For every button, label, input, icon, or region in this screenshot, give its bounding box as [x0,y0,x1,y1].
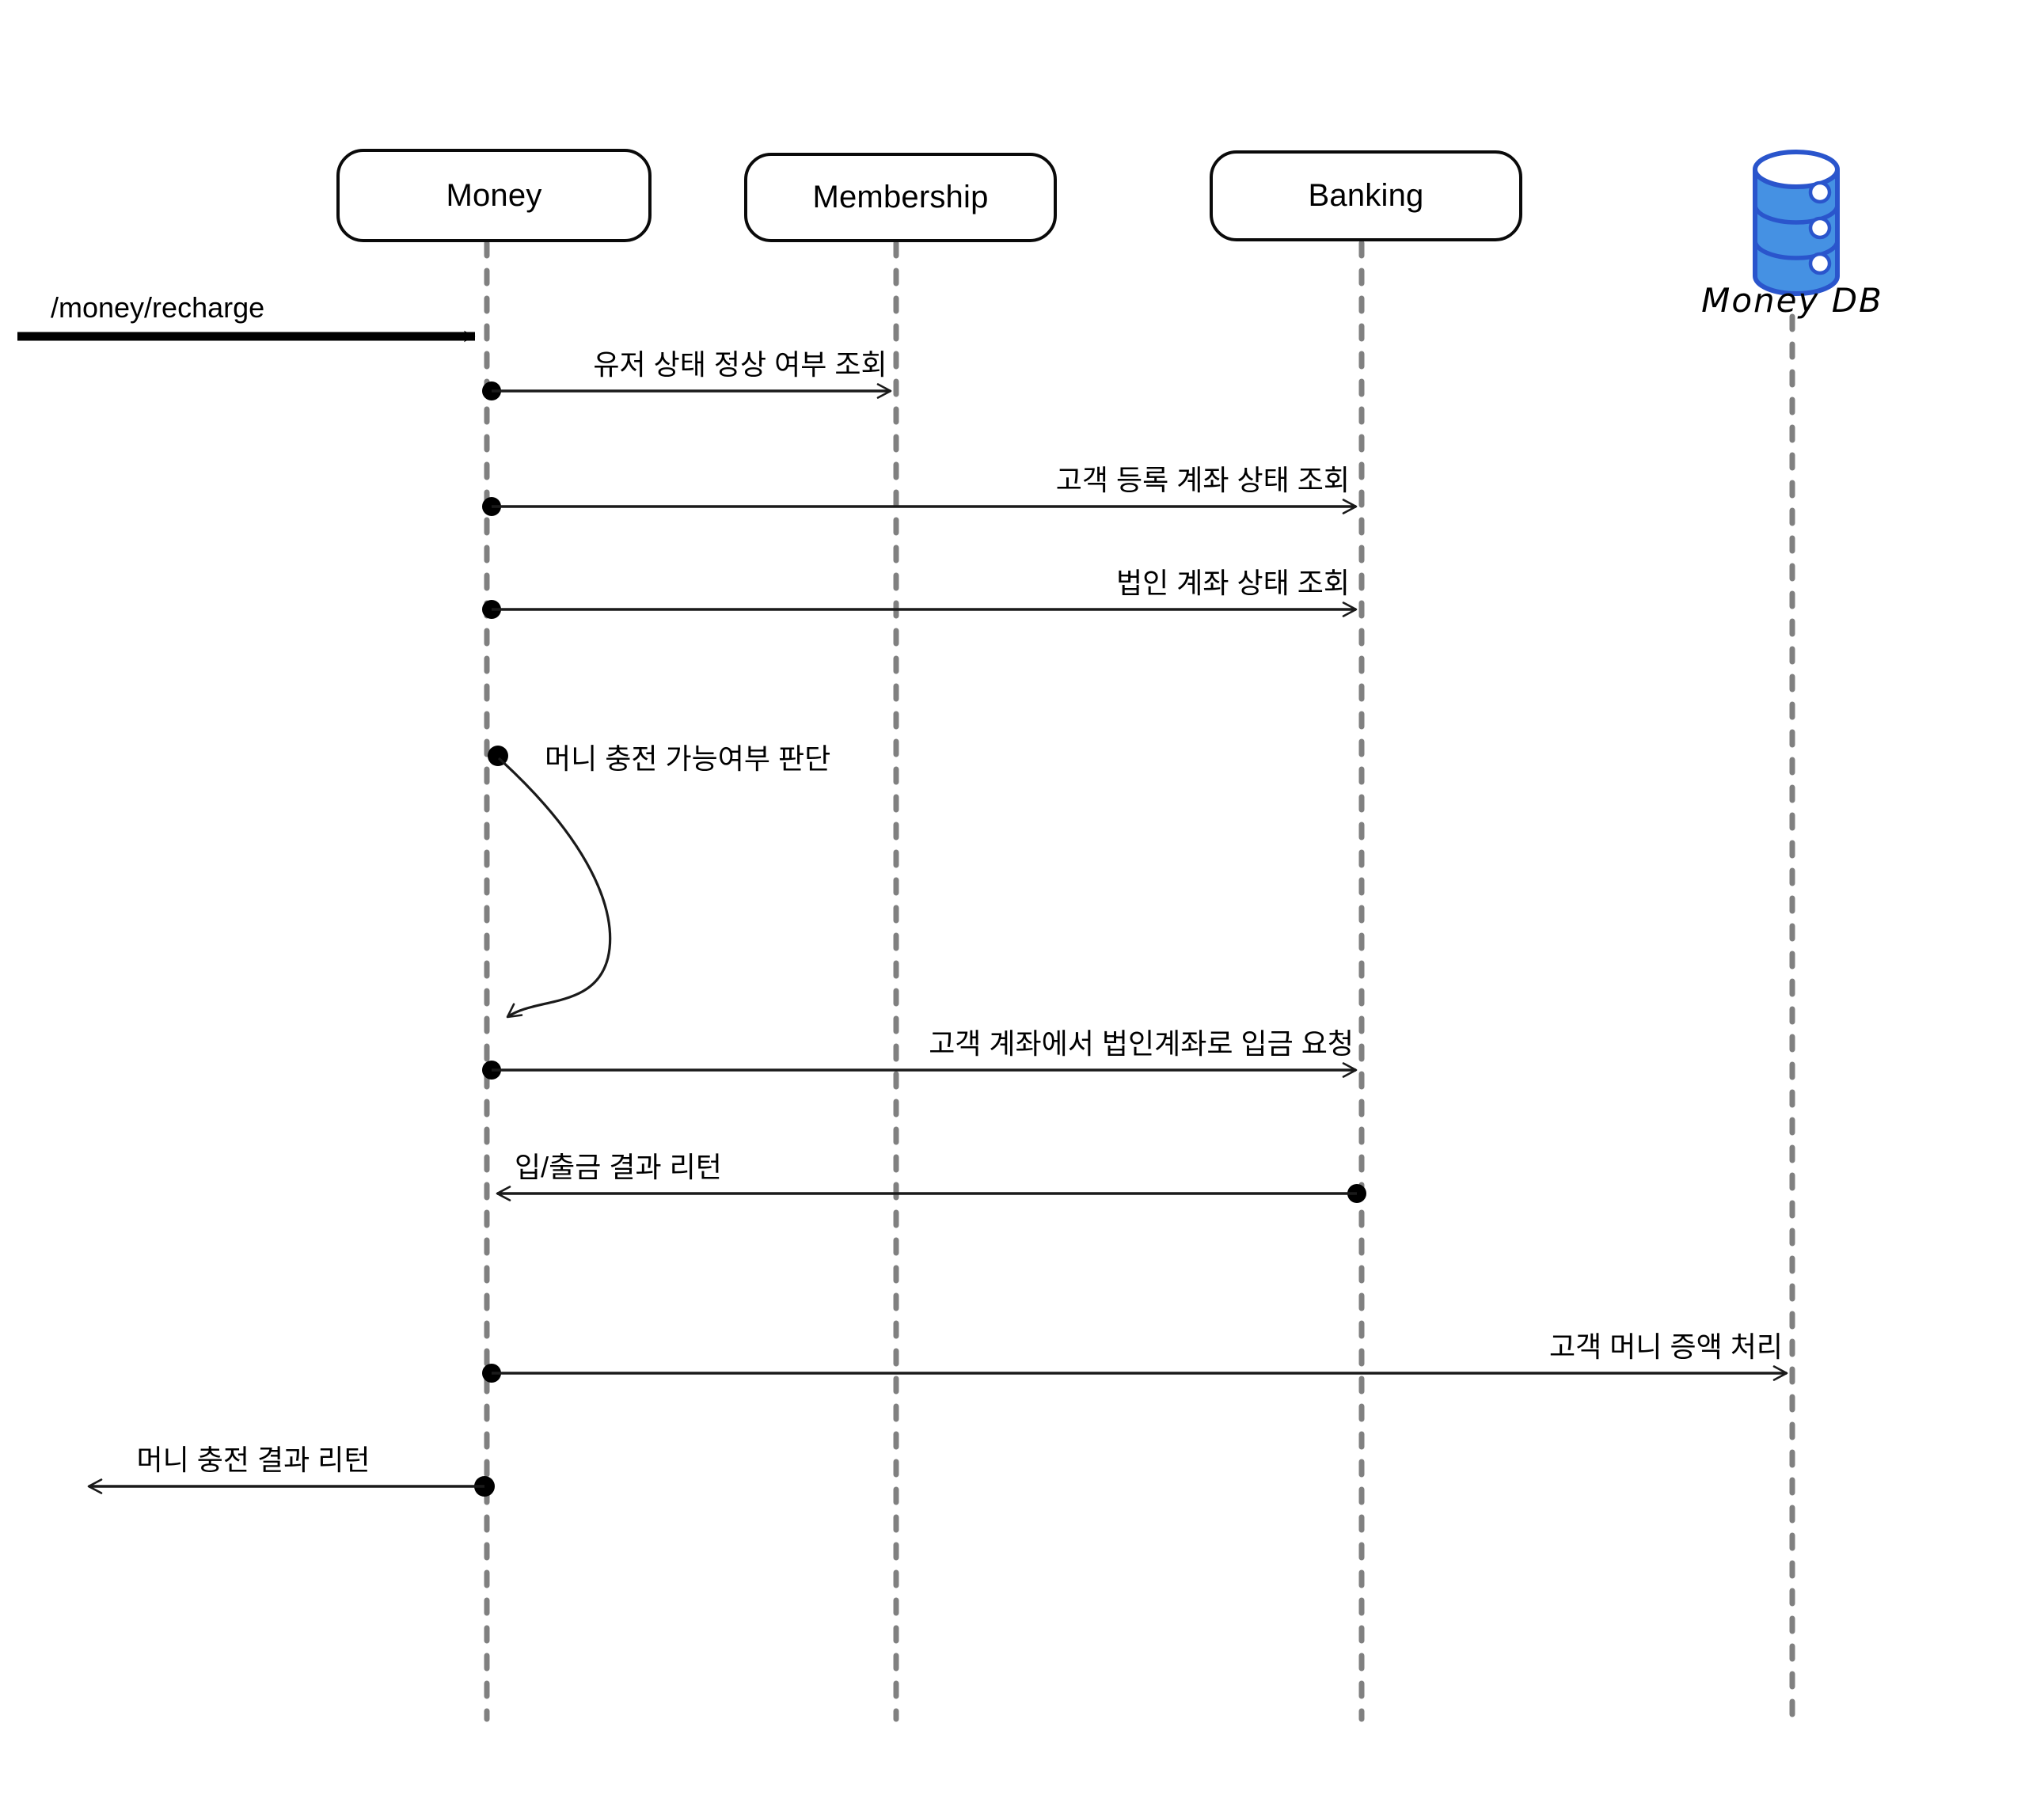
message-arrow-4-corporate-account-status [482,600,1358,619]
message-arrow-9-recharge-result-return [87,1476,495,1497]
message-label-6-deposit-request: 고객 계좌에서 법인계좌로 입금 요청 [929,1027,1354,1060]
message-arrow-6-deposit-request [482,1061,1358,1080]
message-label-4-corporate-account-status: 법인 계좌 상태 조회 [1116,567,1350,599]
database-icon [1753,150,1840,296]
message-arrow-2-user-status [482,381,892,400]
message-label-8-money-increase: 고객 머니 증액 처리 [1549,1330,1783,1363]
participant-box-banking[interactable]: Banking [1210,150,1522,241]
message-label-7-transfer-result-return: 입/출금 결과 리턴 [515,1151,722,1183]
message-label-2-user-status: 유저 상태 정상 여부 조회 [593,348,887,381]
participant-label-moneydb: Money DB [1701,281,1883,320]
message-label-3-customer-account-status: 고객 등록 계좌 상태 조회 [1055,464,1350,496]
lifelines [484,240,1795,1722]
message-arrow-8-money-increase [482,1364,1788,1383]
participant-label-banking: Banking [1308,178,1424,213]
message-label-9-recharge-result-return: 머니 충전 결과 리턴 [136,1444,370,1476]
message-arrow-3-customer-account-status [482,497,1358,516]
participant-label-membership: Membership [812,180,989,214]
message-label-1-money-recharge: /money/recharge [51,291,265,324]
message-arrow-7-transfer-result-return [496,1184,1366,1203]
participant-box-money[interactable]: Money [336,149,652,242]
message-label-5-self-loop-recharge-decision: 머니 충전 가능여부 판단 [545,742,831,775]
participant-label-money: Money [446,177,542,213]
participant-box-membership[interactable]: Membership [744,153,1057,242]
message-arrow-5-self-loop-recharge-decision [488,746,612,1019]
